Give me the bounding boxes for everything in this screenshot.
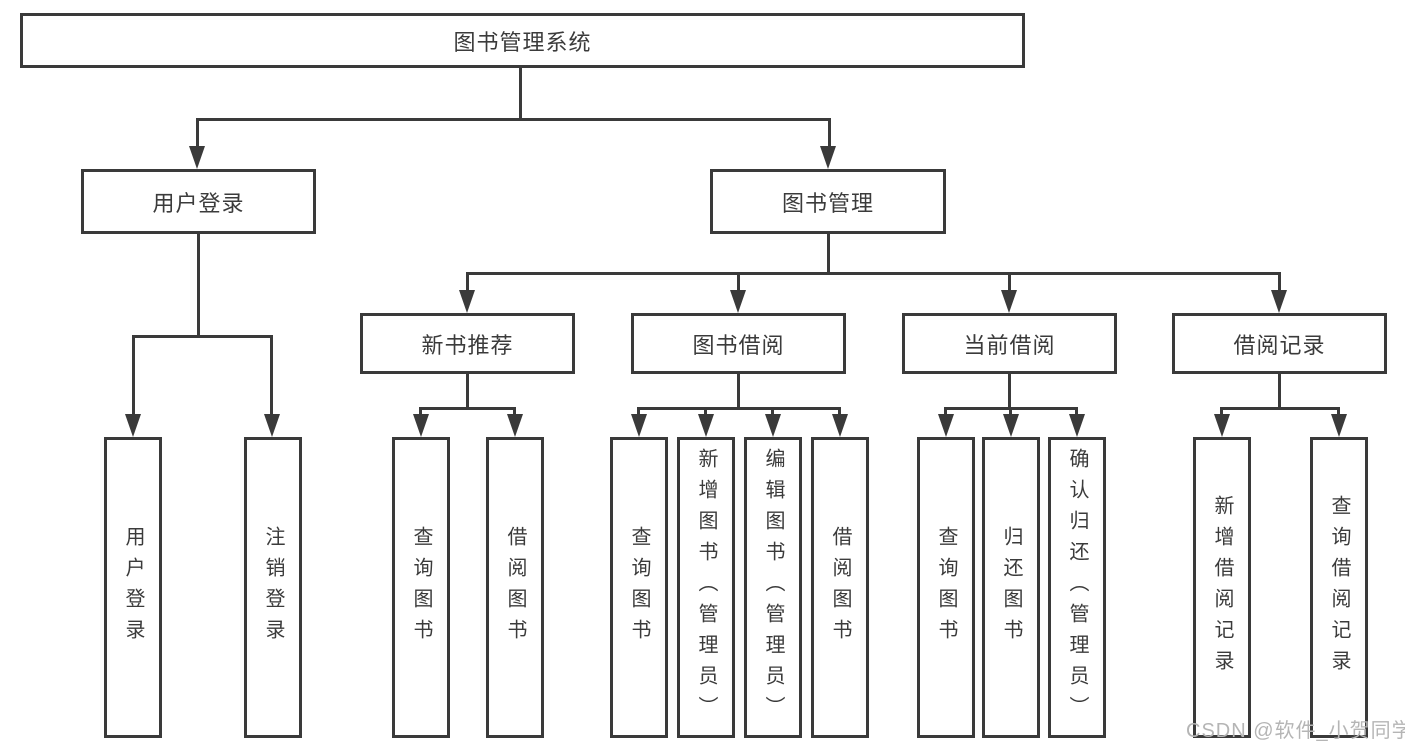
connector-stem-line xyxy=(838,407,841,419)
connector-new-book-rail-line xyxy=(419,407,516,410)
leaf-query-books-2: 查询图书 xyxy=(610,437,668,738)
leaf-label: 归还图书 xyxy=(1000,525,1022,650)
connector-stem-line xyxy=(1075,407,1078,419)
connector-borrowing-drop-line xyxy=(737,374,740,409)
node-borrow-records-label: 借阅记录 xyxy=(1233,332,1326,358)
node-book-borrowing: 图书借阅 xyxy=(631,313,846,374)
arrowhead-down-icon xyxy=(698,414,714,437)
node-user-login-label: 用户登录 xyxy=(152,190,245,216)
arrowhead-down-icon xyxy=(1003,414,1019,437)
arrowhead-down-icon xyxy=(631,414,647,437)
connector-user-login-rail-line xyxy=(132,335,273,338)
arrowhead-down-icon xyxy=(1214,414,1230,437)
leaf-borrow-books-1: 借阅图书 xyxy=(486,437,544,738)
arrowhead-down-icon xyxy=(459,290,475,313)
arrowhead-down-icon xyxy=(730,290,746,313)
connector-level3-rail-line xyxy=(466,272,1281,275)
leaf-label: 查询图书 xyxy=(628,525,650,650)
node-new-book-recommend-label: 新书推荐 xyxy=(421,332,514,358)
connector-stem-line xyxy=(270,335,273,419)
leaf-query-books-3: 查询图书 xyxy=(917,437,975,738)
arrowhead-down-icon xyxy=(264,414,280,437)
leaf-borrow-books-2: 借阅图书 xyxy=(811,437,869,738)
connector-root-drop-line xyxy=(519,68,522,120)
leaf-label: 借阅图书 xyxy=(829,525,851,650)
arrowhead-down-icon xyxy=(507,414,523,437)
arrowhead-down-icon xyxy=(1271,290,1287,313)
connector-stem-user-login-line xyxy=(196,118,199,152)
connector-user-login-drop-line xyxy=(197,234,200,337)
connector-new-book-drop-line xyxy=(466,374,469,409)
node-current-borrowing-label: 当前借阅 xyxy=(963,332,1056,358)
arrowhead-down-icon xyxy=(938,414,954,437)
leaf-query-books-1: 查询图书 xyxy=(392,437,450,738)
node-book-borrowing-label: 图书借阅 xyxy=(692,332,785,358)
connector-stem-line xyxy=(944,407,947,419)
connector-records-drop-line xyxy=(1278,374,1281,409)
connector-current-drop-line xyxy=(1008,374,1011,409)
connector-stem-book-management-line xyxy=(828,118,831,152)
connector-stem-line xyxy=(737,272,740,296)
leaf-user-login: 用户登录 xyxy=(104,437,162,738)
leaf-return-books: 归还图书 xyxy=(982,437,1040,738)
connector-stem-line xyxy=(1278,272,1281,296)
leaf-confirm-return-admin: 确认归还（管理员） xyxy=(1048,437,1106,738)
connector-stem-line xyxy=(132,335,135,419)
node-book-management: 图书管理 xyxy=(710,169,946,234)
arrowhead-down-icon xyxy=(189,146,205,169)
leaf-label: 确认归还（管理员） xyxy=(1066,448,1088,727)
node-root: 图书管理系统 xyxy=(20,13,1025,68)
leaf-label: 查询图书 xyxy=(935,525,957,650)
leaf-label: 注销登录 xyxy=(262,525,284,650)
node-current-borrowing: 当前借阅 xyxy=(902,313,1117,374)
arrowhead-down-icon xyxy=(820,146,836,169)
connector-records-rail-line xyxy=(1220,407,1340,410)
node-borrow-records: 借阅记录 xyxy=(1172,313,1387,374)
leaf-add-borrow-record: 新增借阅记录 xyxy=(1193,437,1251,738)
arrowhead-down-icon xyxy=(1069,414,1085,437)
connector-stem-line xyxy=(1337,407,1340,419)
connector-stem-line xyxy=(771,407,774,419)
arrowhead-down-icon xyxy=(1331,414,1347,437)
leaf-label: 查询图书 xyxy=(410,525,432,650)
connector-book-management-drop-line xyxy=(827,234,830,274)
leaf-label: 借阅图书 xyxy=(504,525,526,650)
connector-stem-line xyxy=(1220,407,1223,419)
node-user-login: 用户登录 xyxy=(81,169,316,234)
arrowhead-down-icon xyxy=(413,414,429,437)
connector-stem-line xyxy=(704,407,707,419)
node-new-book-recommend: 新书推荐 xyxy=(360,313,575,374)
node-root-label: 图书管理系统 xyxy=(453,29,592,55)
leaf-query-borrow-record: 查询借阅记录 xyxy=(1310,437,1368,738)
connector-stem-line xyxy=(1008,272,1011,296)
leaf-add-books-admin: 新增图书（管理员） xyxy=(677,437,735,738)
arrowhead-down-icon xyxy=(1001,290,1017,313)
leaf-label: 查询借阅记录 xyxy=(1328,494,1350,681)
leaf-edit-books-admin: 编辑图书（管理员） xyxy=(744,437,802,738)
csdn-watermark: CSDN @软件_小贺同学 xyxy=(1186,720,1405,742)
connector-stem-line xyxy=(637,407,640,419)
arrowhead-down-icon xyxy=(765,414,781,437)
arrowhead-down-icon xyxy=(832,414,848,437)
leaf-logout: 注销登录 xyxy=(244,437,302,738)
leaf-label: 编辑图书（管理员） xyxy=(762,448,784,727)
node-book-management-label: 图书管理 xyxy=(781,190,874,216)
leaf-label: 新增图书（管理员） xyxy=(695,448,717,727)
connector-stem-line xyxy=(419,407,422,419)
leaf-label: 新增借阅记录 xyxy=(1211,494,1233,681)
connector-level2-rail-line xyxy=(196,118,831,121)
connector-stem-line xyxy=(513,407,516,419)
connector-stem-line xyxy=(1009,407,1012,419)
connector-borrowing-rail-line xyxy=(637,407,841,410)
leaf-label: 用户登录 xyxy=(122,525,144,650)
arrowhead-down-icon xyxy=(125,414,141,437)
connector-stem-line xyxy=(466,272,469,296)
